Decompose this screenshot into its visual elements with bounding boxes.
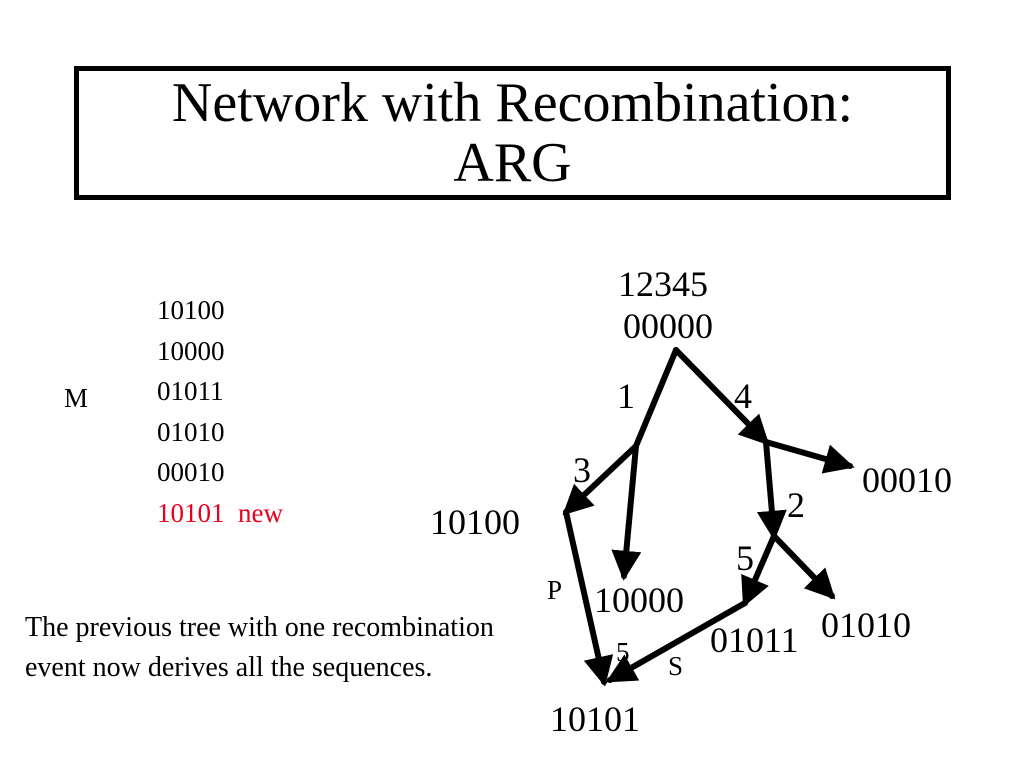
title-line-2: ARG: [453, 132, 572, 194]
matrix-row: 01010: [157, 412, 283, 453]
matrix-row: 00010: [157, 452, 283, 493]
mutation-label-2: 2: [787, 485, 805, 525]
matrix-row-seq: 00010: [157, 457, 225, 487]
title-line-1: Network with Recombination:: [171, 72, 854, 134]
matrix-row-new: 10101 new: [157, 493, 283, 534]
mutation-label-4: 4: [734, 376, 752, 416]
node-10100: 10100: [430, 502, 520, 542]
edge-to-01011: [741, 533, 777, 608]
site-header: 12345: [618, 264, 708, 304]
new-marker: new: [238, 497, 283, 528]
edge-prefix-to-10101: [563, 509, 614, 687]
node-10000: 10000: [594, 580, 684, 620]
matrix-row-seq: 01011: [157, 376, 224, 406]
edge-to-10100: [562, 443, 639, 516]
edge-root-to-branch-1: [633, 347, 679, 449]
matrix-label: M: [64, 383, 89, 413]
mutation-label-3: 3: [573, 450, 591, 490]
matrix-row-seq: 10000: [157, 335, 225, 366]
mutation-label-5: 5: [736, 538, 754, 578]
title-box: Network with Recombination: ARG: [74, 66, 951, 200]
caption-text: The previous tree with one recombination…: [25, 612, 494, 683]
matrix-row-seq: 10100: [157, 295, 225, 325]
node-root: 00000: [623, 306, 713, 346]
sequence-matrix: 10100 10000 01011 01010 00010 10101 new: [157, 290, 283, 533]
matrix-row: 10000: [157, 331, 283, 372]
prefix-label: P: [547, 575, 562, 605]
matrix-row: 01011: [157, 371, 283, 412]
slide-title: Network with Recombination: ARG: [79, 73, 946, 193]
node-00010: 00010: [862, 460, 952, 500]
edge-to-10000: [611, 443, 642, 581]
edge-suffix-to-10101: [605, 600, 748, 683]
suffix-label: S: [668, 651, 683, 681]
matrix-row-seq: 10101: [157, 497, 225, 528]
edge-to-01010: [771, 533, 836, 600]
edge-root-to-branch-4: [673, 347, 770, 446]
node-01011: 01011: [710, 620, 799, 660]
edge-to-node-2: [756, 439, 787, 541]
matrix-row-seq: 01010: [157, 416, 225, 447]
node-01010: 01010: [821, 605, 911, 645]
node-10101: 10101: [550, 699, 640, 739]
mutation-label-1: 1: [617, 376, 635, 416]
edge-to-00010: [763, 439, 855, 474]
recombination-point-label: 5: [616, 637, 630, 667]
matrix-row: 10100: [157, 290, 283, 331]
